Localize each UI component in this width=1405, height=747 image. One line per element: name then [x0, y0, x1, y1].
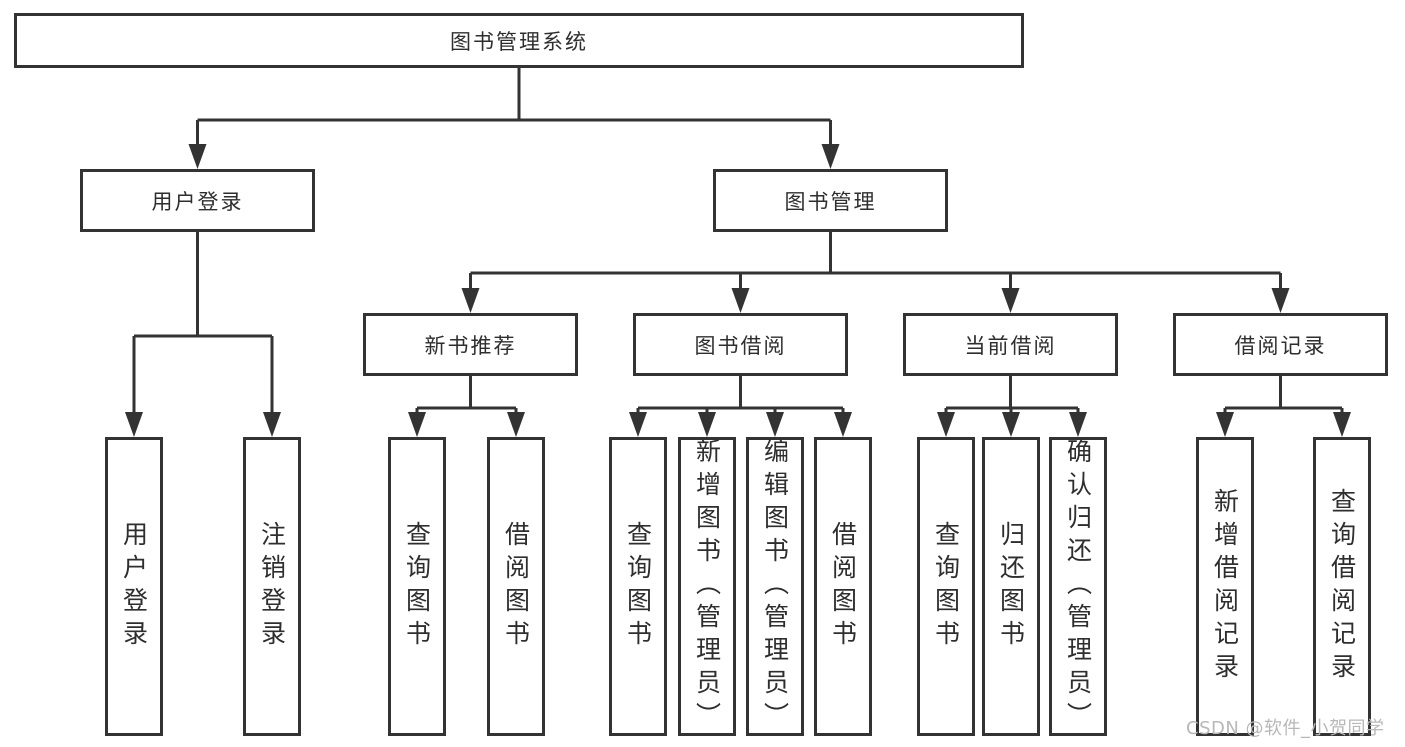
- node-current-borrow: 当前借阅: [903, 313, 1118, 376]
- arrowhead: [188, 144, 207, 169]
- leaf-newbook-borrow-label: 借阅图书: [501, 520, 531, 653]
- leaf-borrow-book: 借阅图书: [814, 437, 872, 736]
- node-new-book-recommend-label: 新书推荐: [424, 333, 517, 358]
- node-root-label: 图书管理系统: [450, 29, 588, 54]
- leaf-borrow-edit-book: 编辑图书（管理员）: [746, 437, 804, 736]
- arrowhead: [731, 288, 750, 313]
- arrowhead: [408, 412, 426, 437]
- connector-book-borrow: [636, 376, 845, 414]
- node-current-borrow-label: 当前借阅: [964, 333, 1057, 358]
- node-borrow-record: 借阅记录: [1173, 313, 1388, 376]
- connector-root: [196, 68, 832, 146]
- arrowhead: [125, 412, 143, 437]
- arrowhead: [937, 412, 955, 437]
- leaf-add-borrow-record-label: 新增借阅记录: [1210, 487, 1240, 686]
- csdn-watermark: CSDN @软件_小贺同学: [1186, 718, 1385, 739]
- leaf-current-query-label: 查询图书: [931, 520, 961, 653]
- arrowhead: [834, 412, 852, 437]
- arrowhead: [461, 288, 480, 313]
- arrowhead: [263, 412, 281, 437]
- node-new-book-recommend: 新书推荐: [363, 313, 578, 376]
- leaf-borrow-query: 查询图书: [609, 437, 667, 736]
- connector-book-mgmt: [469, 232, 1282, 290]
- connector-new-book: [415, 376, 518, 414]
- leaf-confirm-return-label: 确认归还（管理员）: [1063, 438, 1093, 735]
- node-user-login: 用户登录: [80, 169, 315, 232]
- leaf-return-book-label: 归还图书: [996, 520, 1026, 653]
- node-book-mgmt: 图书管理: [713, 169, 948, 232]
- leaf-confirm-return: 确认归还（管理员）: [1049, 437, 1107, 736]
- node-borrow-record-label: 借阅记录: [1234, 333, 1327, 358]
- arrowhead: [1216, 412, 1234, 437]
- leaf-borrow-edit-book-label: 编辑图书（管理员）: [760, 438, 790, 735]
- connector-user-login: [132, 232, 274, 414]
- leaf-borrow-add-book: 新增图书（管理员）: [678, 437, 736, 736]
- arrowhead: [821, 144, 840, 169]
- arrowhead: [698, 412, 716, 437]
- leaf-return-book: 归还图书: [982, 437, 1040, 736]
- leaf-borrow-add-book-label: 新增图书（管理员）: [692, 438, 722, 735]
- arrowhead: [1001, 288, 1020, 313]
- node-book-borrow-label: 图书借阅: [694, 333, 787, 358]
- leaf-query-borrow-record: 查询借阅记录: [1313, 437, 1371, 736]
- leaf-borrow-query-label: 查询图书: [623, 520, 653, 653]
- leaf-query-borrow-record-label: 查询借阅记录: [1327, 487, 1357, 686]
- leaf-current-query: 查询图书: [917, 437, 975, 736]
- arrowhead: [629, 412, 647, 437]
- connector-borrow-record: [1223, 376, 1344, 414]
- leaf-add-borrow-record: 新增借阅记录: [1196, 437, 1254, 736]
- leaf-newbook-borrow: 借阅图书: [487, 437, 545, 736]
- arrowhead: [766, 412, 784, 437]
- node-book-borrow: 图书借阅: [633, 313, 848, 376]
- leaf-logout-label: 注销登录: [257, 520, 287, 653]
- connector-current-borrow: [944, 376, 1080, 414]
- leaf-borrow-book-label: 借阅图书: [828, 520, 858, 653]
- arrowhead: [1002, 412, 1020, 437]
- leaf-user-login: 用户登录: [105, 437, 163, 736]
- arrowhead: [1069, 412, 1087, 437]
- node-book-mgmt-label: 图书管理: [784, 189, 877, 214]
- node-user-login-label: 用户登录: [151, 189, 244, 214]
- leaf-newbook-query: 查询图书: [388, 437, 446, 736]
- arrowhead: [1333, 412, 1351, 437]
- leaf-newbook-query-label: 查询图书: [402, 520, 432, 653]
- node-root: 图书管理系统: [14, 13, 1024, 68]
- arrowhead: [507, 412, 525, 437]
- leaf-user-login-label: 用户登录: [119, 520, 149, 653]
- leaf-logout: 注销登录: [243, 437, 301, 736]
- arrowhead: [1271, 288, 1290, 313]
